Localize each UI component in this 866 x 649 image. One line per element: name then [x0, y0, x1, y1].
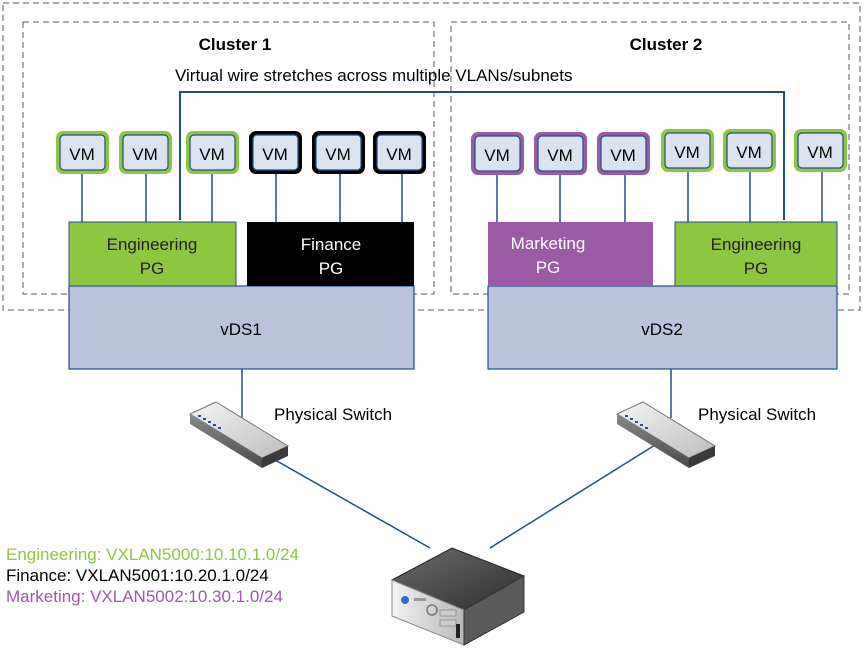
vm-label: VM	[736, 143, 762, 162]
vm-fin-3: VM	[373, 131, 426, 174]
marketing-pg-line2: PG	[536, 258, 561, 277]
vm-label: VM	[807, 143, 833, 162]
cluster-1-title: Cluster 1	[199, 35, 272, 54]
vm-eng-5: VM	[723, 129, 776, 172]
engineering-pg-cluster1-line1: Engineering	[107, 235, 198, 254]
vm-eng-3: VM	[186, 131, 239, 174]
uplinks	[239, 369, 672, 549]
vm-mkt-2: VM	[534, 132, 587, 175]
cluster-1-boundary	[22, 21, 435, 295]
vds2-label: vDS2	[641, 320, 683, 339]
vm-mkt-3: VM	[597, 132, 650, 175]
vds2-box	[487, 285, 838, 370]
virtual-wire	[179, 91, 785, 220]
cluster-2-title: Cluster 2	[630, 35, 703, 54]
vm-eng-2: VM	[119, 131, 172, 174]
vm-label: VM	[547, 146, 573, 165]
virtual-wire-caption: Virtual wire stretches across multiple V…	[175, 66, 572, 85]
vm-label: VM	[132, 145, 158, 164]
vm-label: VM	[199, 145, 225, 164]
physical-switch-icon	[188, 401, 290, 468]
vm-fin-1: VM	[249, 131, 302, 174]
legend-marketing: Marketing: VXLAN5002:10.30.1.0/24	[6, 587, 283, 606]
vds1-box	[68, 285, 415, 370]
marketing-pg-line1: Marketing	[511, 234, 586, 253]
vm-eng-1: VM	[56, 131, 109, 174]
finance-pg	[247, 222, 414, 286]
vds1-label: vDS1	[220, 320, 262, 339]
vm-mkt-1: VM	[471, 132, 524, 175]
physical-switch-icon	[615, 401, 717, 468]
engineering-pg-cluster1-line2: PG	[140, 259, 165, 278]
finance-pg-line2: PG	[319, 259, 344, 278]
vxlan-legend: Engineering: VXLAN5000:10.10.1.0/24 Fina…	[6, 544, 299, 607]
vm-label: VM	[386, 145, 412, 164]
vm-eng-4: VM	[661, 129, 714, 172]
outer-dashed-boundary	[2, 2, 861, 311]
finance-pg-line1: Finance	[301, 235, 361, 254]
cluster-2-boundary	[450, 21, 850, 295]
vm-label: VM	[484, 146, 510, 165]
physical-switch-1-label: Physical Switch	[274, 405, 392, 424]
vm-fin-2: VM	[312, 131, 365, 174]
vm-label: VM	[325, 145, 351, 164]
engineering-pg-cluster2-line2: PG	[744, 259, 769, 278]
physical-switch-2-label: Physical Switch	[698, 405, 816, 424]
vm-connectors	[81, 171, 823, 222]
legend-engineering: Engineering: VXLAN5000:10.10.1.0/24	[6, 545, 300, 564]
marketing-pg	[488, 222, 653, 286]
vm-label: VM	[262, 145, 288, 164]
vm-eng-6: VM	[794, 129, 847, 172]
legend-finance: Finance: VXLAN5001:10.20.1.0/24	[6, 566, 269, 585]
server-icon	[390, 547, 526, 646]
engineering-pg-cluster1	[68, 221, 237, 287]
vm-label: VM	[69, 145, 95, 164]
vm-label: VM	[610, 146, 636, 165]
engineering-pg-cluster2	[674, 221, 838, 287]
engineering-pg-cluster2-line1: Engineering	[711, 235, 802, 254]
vm-label: VM	[674, 143, 700, 162]
